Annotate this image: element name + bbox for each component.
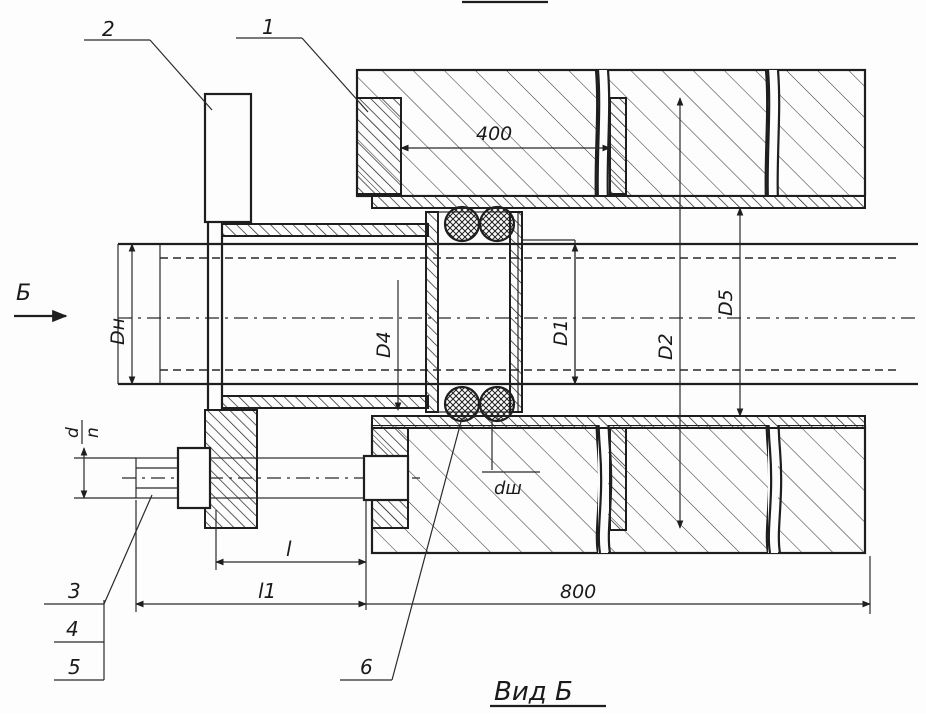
dim-d5: D5 — [715, 289, 737, 316]
nut-right — [362, 454, 410, 502]
leader-1: 1 — [262, 15, 275, 39]
sleeve-top — [371, 195, 866, 209]
leader-6: 6 — [360, 655, 373, 679]
gland-flange-item-2 — [203, 92, 253, 224]
dim-l: l — [286, 537, 292, 561]
stud-bolt — [122, 446, 420, 510]
dim-n-bottom: n — [83, 427, 103, 438]
rubber-ring-bottom-2 — [478, 385, 516, 423]
view-caption: Вид Б — [494, 677, 573, 707]
stop-ring — [509, 211, 523, 413]
view-marker: Б — [16, 281, 31, 306]
rubber-ring-top-2 — [478, 205, 516, 243]
dim-d4: D4 — [373, 331, 395, 358]
flange-item-1 — [356, 97, 402, 195]
leader-3: 3 — [68, 579, 81, 603]
sleeve-bottom — [371, 415, 866, 429]
packing-assembly — [425, 205, 576, 423]
gland-flange-lower — [204, 409, 258, 529]
dim-l1: l1 — [258, 579, 276, 603]
dim-800: 800 — [560, 581, 596, 603]
dim-d2: D2 — [655, 333, 677, 360]
gland-sleeve — [203, 92, 429, 529]
pressure-ring — [425, 211, 439, 413]
rib-upper — [609, 97, 627, 195]
rubber-ring-top-1 — [443, 205, 481, 243]
nut-left — [176, 446, 212, 510]
dim-d-top: d — [63, 427, 83, 438]
dim-dsh: dш — [494, 478, 522, 499]
dim-d1: D1 — [550, 319, 572, 346]
dimensions: 400 Dн D4 D1 D2 D5 d n dш l l1 — [63, 97, 871, 614]
rib-lower — [609, 427, 627, 531]
rubber-ring-bottom-1 — [443, 385, 481, 423]
leader-2: 2 — [102, 17, 115, 41]
leaders: 2 1 3 4 5 6 — [44, 15, 463, 681]
leader-5: 5 — [68, 655, 81, 679]
dim-dn: Dн — [107, 318, 129, 345]
gland-sleeve-bottom — [221, 395, 429, 409]
leader-4: 4 — [66, 617, 79, 641]
dim-400: 400 — [476, 123, 512, 145]
gland-sleeve-top — [221, 223, 429, 237]
view-arrow: Б — [14, 281, 68, 323]
